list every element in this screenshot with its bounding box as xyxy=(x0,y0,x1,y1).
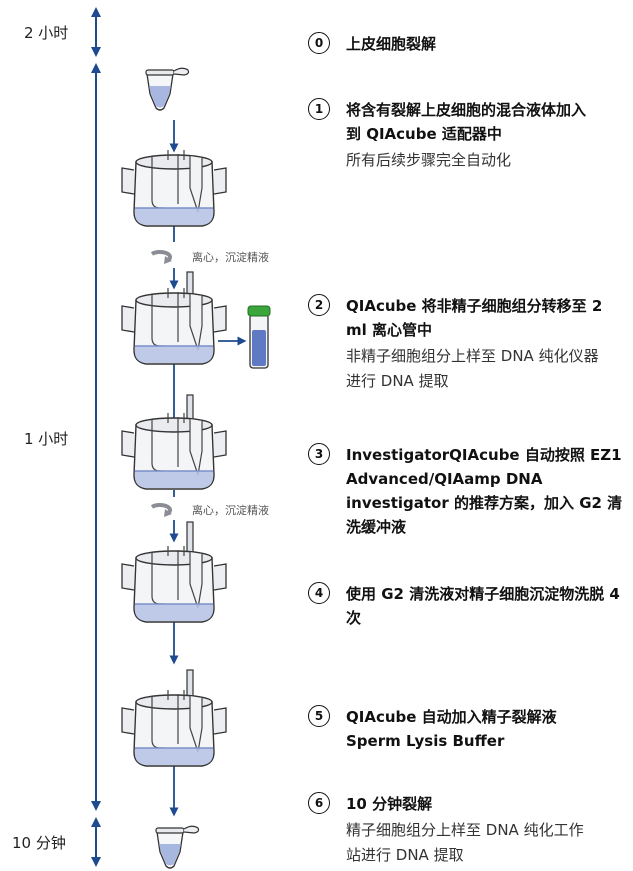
adapter-icon-1 xyxy=(121,149,227,227)
adapter-icon-4 xyxy=(121,545,227,623)
step-title: 使用 G2 清洗液对精子细胞沉淀物洗脱 4 次 xyxy=(346,585,620,627)
adapter-icon-3 xyxy=(121,412,227,490)
step-title: 10 分钟裂解 xyxy=(346,795,433,813)
step-3: 3 InvestigatorQIAcube 自动按照 EZ1 Advanced/… xyxy=(308,443,628,539)
step-1: 1 将含有裂解上皮细胞的混合液体加入到 QIAcube 适配器中 所有后续步骤完… xyxy=(308,98,628,173)
tube-2ml-icon xyxy=(247,305,271,369)
tube-icon-top xyxy=(145,67,190,111)
adapter-icon-5 xyxy=(121,689,227,767)
step-0: 0 上皮细胞裂解 xyxy=(308,32,628,56)
centrifuge-note-1: 离心，沉淀精液 xyxy=(192,251,269,264)
time-label-10min: 10 分钟 xyxy=(12,834,66,852)
step-2: 2 QIAcube 将非精子细胞组分转移至 2 ml 离心管中 非精子细胞组分上… xyxy=(308,294,628,394)
step-title: 上皮细胞裂解 xyxy=(346,35,437,53)
centrifuge-icon-1 xyxy=(150,250,174,266)
step-number: 6 xyxy=(308,792,330,814)
step-number: 2 xyxy=(308,294,330,316)
time-label-2h: 2 小时 xyxy=(24,24,69,42)
time-label-1h: 1 小时 xyxy=(24,430,69,448)
centrifuge-note-2: 离心，沉淀精液 xyxy=(192,504,269,517)
step-title: InvestigatorQIAcube 自动按照 EZ1 Advanced/QI… xyxy=(346,446,623,536)
step-5: 5 QIAcube 自动加入精子裂解液 Sperm Lysis Buffer xyxy=(308,705,628,753)
step-number: 0 xyxy=(308,32,330,54)
step-number: 4 xyxy=(308,582,330,604)
step-description: 精子细胞组分上样至 DNA 纯化工作站进行 DNA 提取 xyxy=(346,821,584,864)
adapter-icon-2 xyxy=(121,287,227,365)
tube-icon-bottom xyxy=(155,825,200,869)
step-title: QIAcube 将非精子细胞组分转移至 2 ml 离心管中 xyxy=(346,297,603,339)
step-6: 6 10 分钟裂解 精子细胞组分上样至 DNA 纯化工作站进行 DNA 提取 xyxy=(308,792,628,868)
centrifuge-icon-2 xyxy=(150,503,174,519)
step-number: 5 xyxy=(308,705,330,727)
step-description: 非精子细胞组分上样至 DNA 纯化仪器进行 DNA 提取 xyxy=(346,347,599,390)
step-title: 将含有裂解上皮细胞的混合液体加入到 QIAcube 适配器中 xyxy=(346,101,587,143)
step-number: 1 xyxy=(308,98,330,120)
step-4: 4 使用 G2 清洗液对精子细胞沉淀物洗脱 4 次 xyxy=(308,582,628,630)
step-description: 所有后续步骤完全自动化 xyxy=(346,151,512,169)
step-number: 3 xyxy=(308,443,330,465)
step-title: QIAcube 自动加入精子裂解液 Sperm Lysis Buffer xyxy=(346,708,557,750)
